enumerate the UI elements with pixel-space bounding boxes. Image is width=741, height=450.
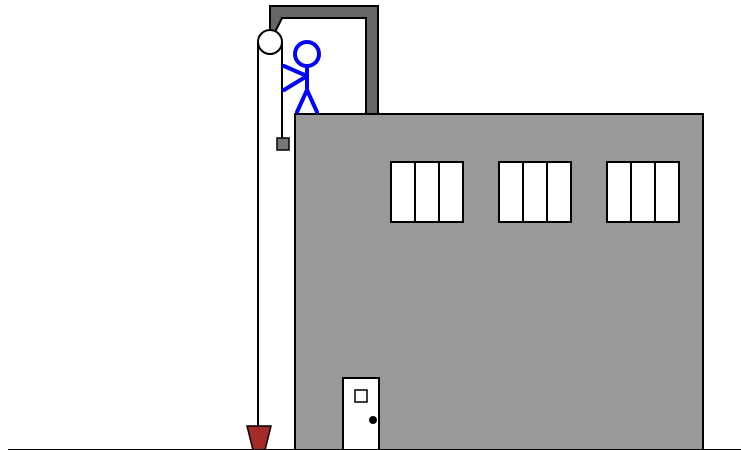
- stick-figure: [282, 40, 321, 114]
- counterweight: [276, 137, 290, 151]
- window-1: [390, 161, 464, 223]
- door-window: [354, 389, 368, 403]
- figure-head: [293, 40, 321, 68]
- window-3: [606, 161, 680, 223]
- door: [342, 377, 380, 450]
- figure-arms: [282, 64, 309, 92]
- pulley: [257, 29, 283, 55]
- figure-leg-right: [305, 88, 319, 114]
- door-panel: [342, 377, 380, 450]
- window-2: [498, 161, 572, 223]
- roof-frame: [269, 5, 379, 115]
- figure-leg-left: [295, 88, 309, 114]
- door-knob: [369, 416, 377, 424]
- bucket: [246, 425, 272, 450]
